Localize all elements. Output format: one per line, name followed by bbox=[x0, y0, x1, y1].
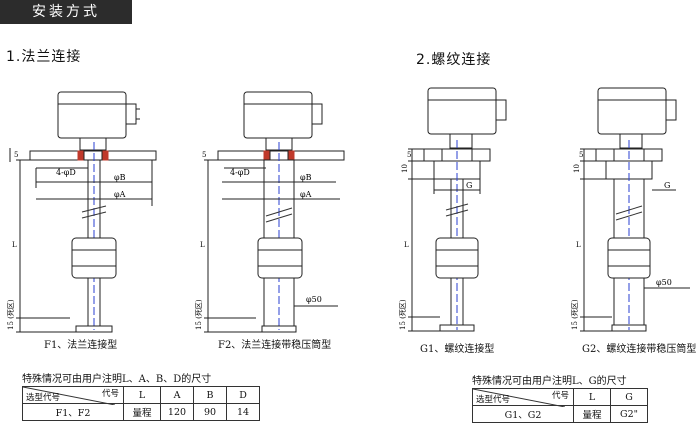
diagram-g2 bbox=[580, 87, 690, 332]
f2-dim-dead: 15 (死区) bbox=[195, 299, 203, 330]
caption-f1: F1、法兰连接型 bbox=[44, 340, 118, 351]
f1-housing bbox=[57, 91, 127, 139]
f2-float bbox=[257, 237, 303, 279]
f2-dim-a: φA bbox=[300, 190, 312, 199]
thread-section-title: 2.螺纹连接 bbox=[416, 52, 492, 68]
table-cell: F1、F2 bbox=[22, 403, 124, 421]
f2-dim-tube: φ50 bbox=[306, 295, 322, 304]
f1-dim-b: φB bbox=[114, 173, 126, 182]
caption-f2: F2、法兰连接带稳压筒型 bbox=[218, 340, 332, 351]
g1-cable-gland bbox=[495, 99, 507, 121]
g2-dim-5: 5 bbox=[579, 151, 583, 159]
g2-housing bbox=[597, 87, 667, 135]
section-header: 安装方式 bbox=[0, 0, 132, 24]
g2-dim-l: L bbox=[576, 241, 581, 249]
f2-dim-5: 5 bbox=[202, 151, 206, 159]
f2-dim-holes: 4-φD bbox=[230, 168, 250, 177]
thread-table-note: 特殊情况可由用户注明L、G的尺寸 bbox=[472, 376, 627, 387]
table-row: 代号选型代号 L G bbox=[472, 388, 648, 407]
f2-housing bbox=[243, 91, 313, 139]
table-row: F1、F2 量程 120 90 14 bbox=[22, 403, 260, 421]
g2-dim-tube: φ50 bbox=[656, 278, 672, 287]
f2-stop bbox=[261, 325, 297, 333]
flange-section-title: 1.法兰连接 bbox=[6, 49, 82, 65]
g2-float bbox=[607, 237, 651, 279]
g1-dim-g: G bbox=[466, 181, 472, 190]
f1-dim-l: L bbox=[12, 241, 17, 249]
g1-dim-l: L bbox=[404, 241, 409, 249]
diagram-g1 bbox=[408, 87, 507, 332]
table-header: L bbox=[123, 386, 161, 404]
table-row: 代号选型代号 L A B D bbox=[22, 386, 260, 405]
table-row: G1、G2 量程 G2" bbox=[472, 405, 648, 423]
g2-neck bbox=[619, 133, 643, 149]
table-cell: 90 bbox=[193, 403, 227, 421]
table-header-corner: 代号选型代号 bbox=[22, 386, 124, 405]
flange-spec-table: 代号选型代号 L A B D F1、F2 量程 120 90 14 bbox=[22, 386, 260, 421]
g1-float bbox=[435, 237, 479, 279]
table-cell: 120 bbox=[160, 403, 194, 421]
f1-dim-holes: 4-φD bbox=[56, 168, 76, 177]
f1-stop bbox=[75, 325, 113, 333]
f1-neck bbox=[79, 137, 107, 151]
diagram-f1 bbox=[9, 91, 157, 333]
f2-dim-b: φB bbox=[300, 173, 312, 182]
f2-cable-gland bbox=[311, 103, 323, 125]
g1-dim-10: 10 bbox=[401, 164, 409, 173]
f1-cable-gland bbox=[125, 103, 137, 125]
diagram-f2 bbox=[204, 91, 345, 333]
f1-dim-a: φA bbox=[114, 190, 126, 199]
table-header: L bbox=[573, 388, 611, 406]
g2-dim-dead: 15 (死区) bbox=[571, 299, 579, 330]
table-cell: G1、G2 bbox=[472, 405, 574, 423]
table-header-corner: 代号选型代号 bbox=[472, 388, 574, 407]
g1-dim-5: 5 bbox=[407, 151, 411, 159]
flange-table-note: 特殊情况可由用户注明L、A、B、D的尺寸 bbox=[22, 374, 212, 385]
g1-housing bbox=[427, 87, 497, 135]
g2-stop bbox=[611, 324, 647, 332]
f2-dim-l: L bbox=[200, 241, 205, 249]
caption-g1: G1、螺纹连接型 bbox=[420, 344, 495, 355]
thread-spec-table: 代号选型代号 L G G1、G2 量程 G2" bbox=[472, 388, 648, 423]
caption-g2: G2、螺纹连接带稳压筒型 bbox=[582, 344, 697, 355]
table-cell: 量程 bbox=[573, 405, 611, 423]
table-header: D bbox=[226, 386, 260, 404]
table-header: G bbox=[610, 388, 648, 406]
f1-dim-dead: 15 (死区) bbox=[7, 299, 15, 330]
g2-dim-10: 10 bbox=[573, 164, 581, 173]
table-header: B bbox=[193, 386, 227, 404]
table-cell: G2" bbox=[610, 405, 648, 423]
g2-dim-g: G bbox=[664, 181, 670, 190]
table-cell: 14 bbox=[226, 403, 260, 421]
f1-float bbox=[71, 237, 117, 279]
g2-cable-gland bbox=[665, 99, 677, 121]
g1-dim-dead: 15 (死区) bbox=[399, 299, 407, 330]
f1-dim-5: 5 bbox=[14, 151, 18, 159]
table-header: A bbox=[160, 386, 194, 404]
g1-stop bbox=[439, 324, 475, 332]
table-cell: 量程 bbox=[123, 403, 161, 421]
g1-neck bbox=[449, 133, 473, 149]
